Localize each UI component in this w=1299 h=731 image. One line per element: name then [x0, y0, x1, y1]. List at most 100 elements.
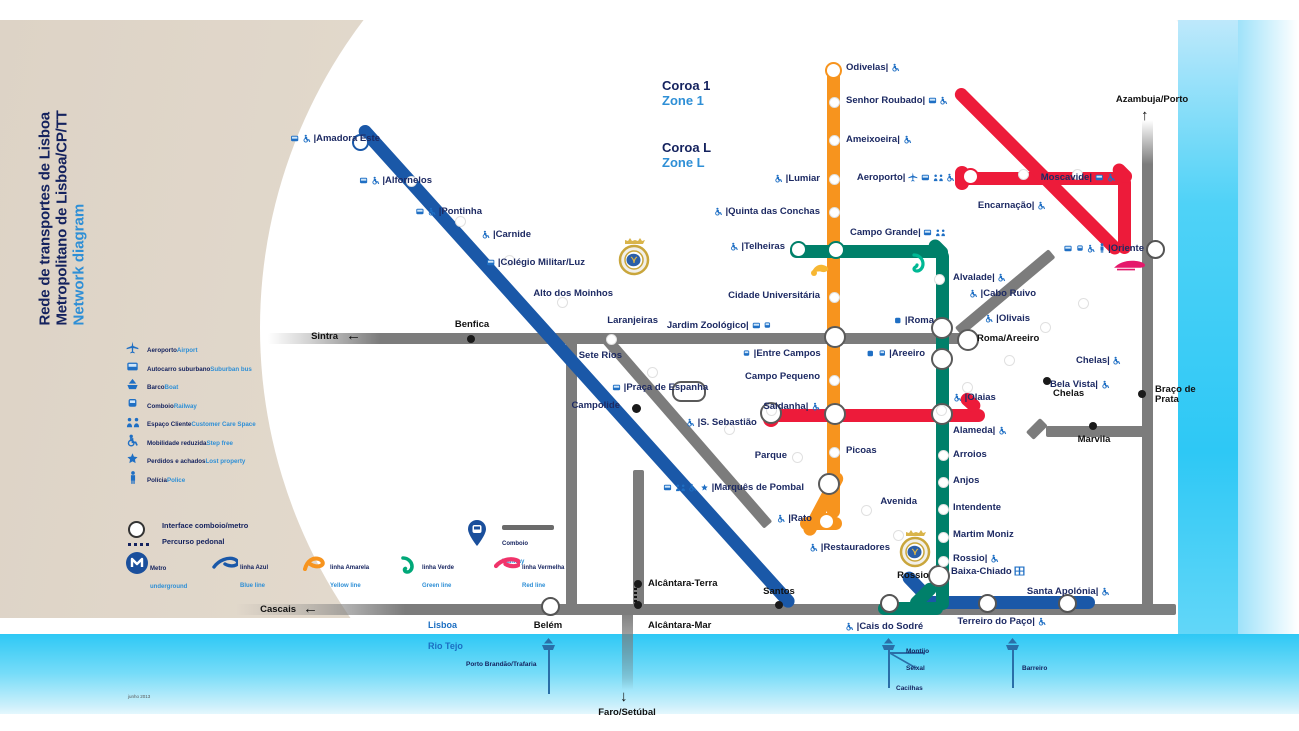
station-interchange-roma[interactable] [931, 317, 953, 339]
station-dot-braco-de-prata[interactable] [1138, 390, 1146, 398]
station-dot-senhor-roubado[interactable] [829, 97, 840, 108]
station-interchange-areeiro[interactable] [931, 348, 953, 370]
dashed-path-icon [128, 543, 152, 546]
wheelchair-icon [686, 418, 695, 427]
station-dot-odivelas[interactable] [825, 62, 842, 79]
station-dot-carnide[interactable] [504, 255, 515, 266]
station-label-rato: |Rato [777, 513, 812, 524]
station-dot-red-west-end[interactable] [766, 405, 777, 416]
station-dot-alto-moinhos[interactable] [606, 334, 617, 345]
station-label-parque: Parque [755, 450, 787, 461]
station-dot-chelas[interactable] [1004, 355, 1015, 366]
station-dot-aeroporto[interactable] [962, 168, 979, 185]
wheelchair-icon [302, 134, 311, 143]
title-line-3: Network diagram [70, 203, 88, 326]
bus-icon [359, 176, 368, 185]
station-label-olivais: |Olivais [985, 313, 1030, 324]
station-label-rossio-rail: Rossio [897, 570, 929, 581]
arrow-left-sintra: ← [346, 327, 361, 344]
station-dot-lumiar[interactable] [829, 174, 840, 185]
station-dot-avenida[interactable] [861, 505, 872, 516]
label-text: Telheiras [743, 241, 785, 252]
station-dot-alcantara-terra[interactable] [634, 580, 642, 588]
legend-label-pt: Autocarro suburbano [147, 365, 211, 373]
station-dot-olaias-red[interactable] [936, 405, 947, 416]
station-interchange-baixa-chiado[interactable] [928, 565, 950, 587]
station-dot-rossio[interactable] [938, 556, 949, 567]
station-dot-olivais[interactable] [1040, 322, 1051, 333]
station-label-marvila: Marvila [1078, 434, 1111, 445]
station-dot-intendente[interactable] [938, 504, 949, 515]
station-dot-cidade-universitaria[interactable] [829, 292, 840, 303]
label-text: Martim Moniz [953, 529, 1014, 540]
sea-right [1178, 18, 1248, 638]
station-dot-laranjeiras[interactable] [647, 367, 658, 378]
station-interchange-saldanha[interactable] [824, 403, 846, 425]
station-dot-santos[interactable] [775, 601, 783, 609]
bus-icon [921, 173, 930, 182]
station-dot-encarnacao[interactable] [1018, 169, 1029, 180]
station-dot-alfornelos[interactable] [406, 176, 417, 187]
station-dot-benfica[interactable] [467, 335, 475, 343]
label-text: Olivais [998, 313, 1030, 324]
station-dot-santa-apolonia[interactable] [1058, 594, 1077, 613]
wheelchair-icon [990, 554, 999, 563]
rail-marvila-segment [1046, 426, 1146, 437]
wheelchair-icon [1112, 356, 1121, 365]
station-dot-oriente[interactable] [1146, 240, 1165, 259]
station-dot-rato[interactable] [818, 513, 835, 530]
station-label-saldanha: Saldanha| [763, 401, 820, 412]
label-text: Faro/Setúbal [598, 707, 656, 718]
station-dot-parque[interactable] [792, 452, 803, 463]
legend-label-en: Lost property [205, 458, 246, 465]
blue-line-swirl-icon [212, 556, 240, 577]
station-dot-cabo-ruivo[interactable] [1078, 298, 1089, 309]
label-text: Rato [790, 513, 812, 524]
station-dot-campo-pequeno[interactable] [829, 375, 840, 386]
station-dot-terreiro-paco[interactable] [978, 594, 997, 613]
station-dot-praca-espanha[interactable] [724, 424, 735, 435]
station-dot-ameixoeira[interactable] [829, 135, 840, 146]
legend-label-pt: Comboio [502, 541, 528, 547]
station-interchange-roma-areeiro[interactable] [957, 329, 979, 351]
station-dot-restauradores[interactable] [893, 530, 904, 541]
station-dot-marvila[interactable] [1089, 422, 1097, 430]
bus-icon [415, 207, 424, 216]
station-dot-alcantara-mar[interactable] [634, 601, 642, 609]
station-dot-picoas[interactable] [829, 447, 840, 458]
station-dot-bela-vista[interactable] [962, 382, 973, 393]
label-text: Lisboa [428, 620, 458, 630]
station-label-arroios: Arroios [953, 449, 987, 460]
station-label-campolide: Campolide [571, 400, 620, 411]
station-dot-arroios[interactable] [938, 450, 949, 461]
station-dot-cais-do-sodre[interactable] [880, 594, 899, 613]
wheelchair-icon [774, 174, 783, 183]
station-dot-moscavide[interactable] [1072, 169, 1083, 180]
station-dot-colegio-militar[interactable] [557, 297, 568, 308]
station-dot-chelas-rail[interactable] [1043, 377, 1051, 385]
station-interchange-marques-pombal[interactable] [818, 473, 840, 495]
station-dot-quinta-conchas[interactable] [829, 207, 840, 218]
rail-cascais-line [236, 604, 1176, 615]
station-dot-alvalade[interactable] [934, 274, 945, 285]
station-dot-campo-grande[interactable] [827, 241, 845, 259]
legend-label-en: Step free [206, 439, 233, 447]
station-interchange-entre-campos[interactable] [824, 326, 846, 348]
station-dot-amadora-este[interactable] [352, 134, 369, 151]
station-dot-pontinha[interactable] [455, 216, 466, 227]
station-label-entre-campos: |Entre Campos [742, 348, 821, 359]
station-dot-martim-moniz[interactable] [938, 532, 949, 543]
station-interchange-jardim-zoologico[interactable] [672, 381, 706, 402]
label-text: Sintra [311, 331, 338, 342]
label-text: Alcântara-Mar [648, 620, 712, 631]
legend-label-pt: linha Amarela [330, 565, 370, 571]
station-dot-anjos[interactable] [938, 477, 949, 488]
station-label-campo-grande: Campo Grande| [850, 227, 946, 238]
station-dot-campolide[interactable] [632, 404, 641, 413]
zone-background [0, 18, 1299, 618]
station-dot-belem[interactable] [541, 597, 560, 616]
legend-label-pt: Barco [147, 384, 165, 391]
railway-line-swatch [502, 525, 554, 530]
legend-label-en: underground [150, 584, 188, 590]
station-dot-telheiras[interactable] [790, 241, 807, 258]
